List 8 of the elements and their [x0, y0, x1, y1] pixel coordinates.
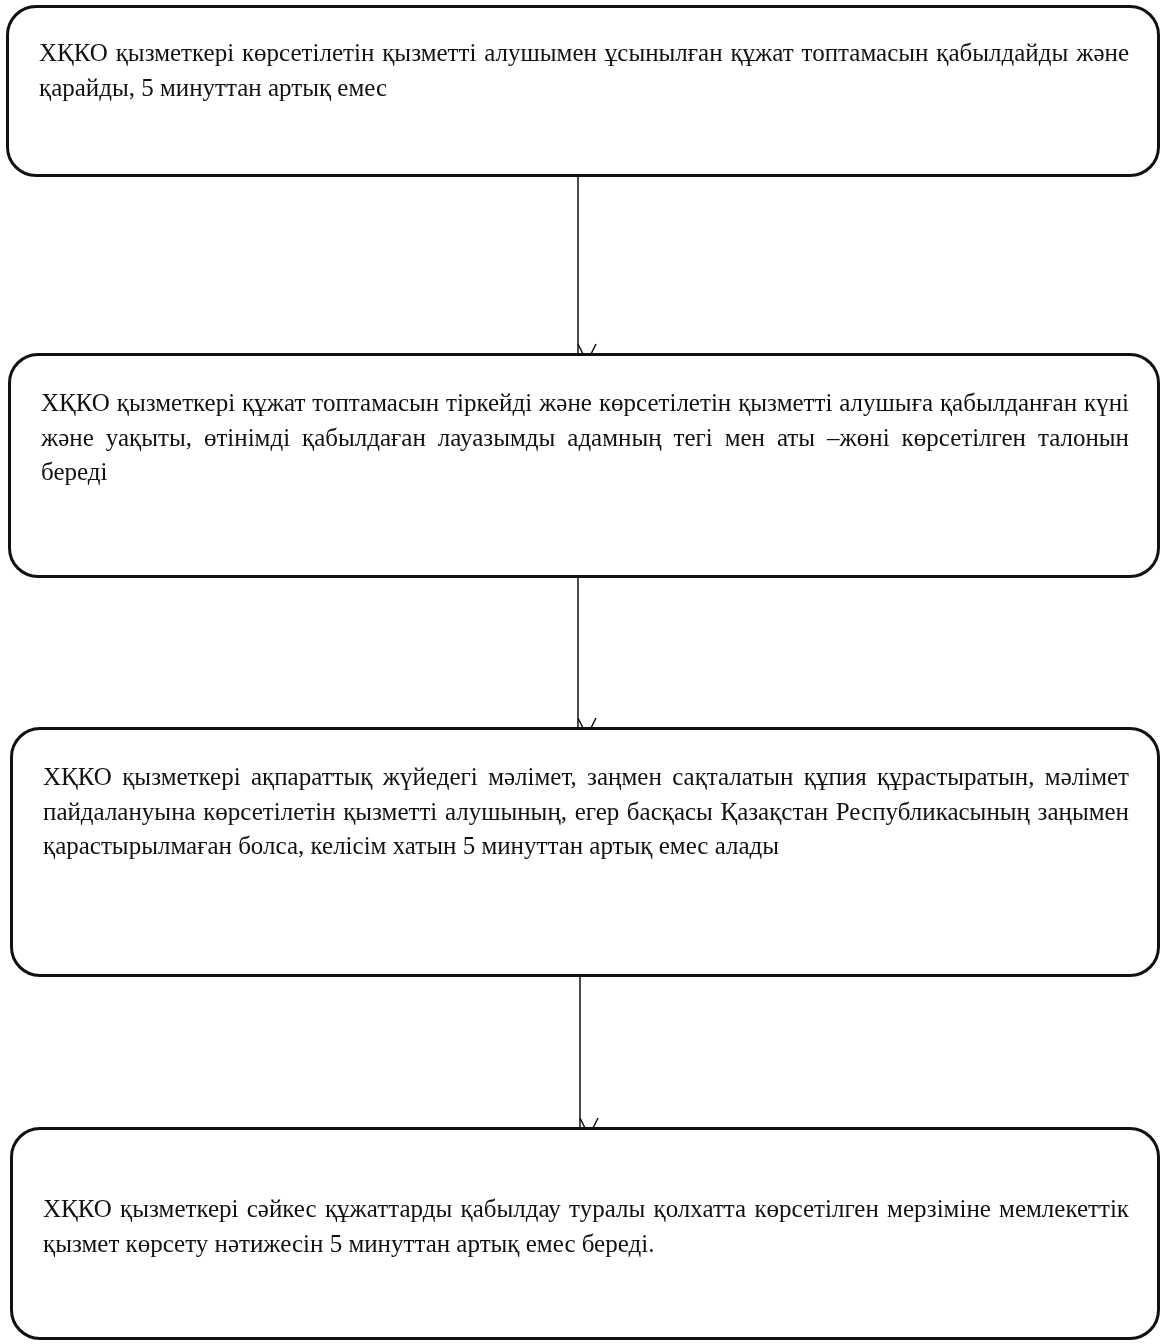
- process-box: [10, 1127, 1160, 1340]
- step-text: ХҚКО қызметкері ақпараттық жүйедегі мәлімет, заңмен сақталатын құпия құрастыратын, мәлімет пайдалануына көрсетілетін қызметті алушының, егер басқасы Қазақстан Республикасының заңымен қарастырылмаған болса, келісім хатын 5 минуттан артық емес алады: [43, 762, 1129, 861]
- process-box: [8, 353, 1160, 578]
- step-text: ХҚКО қызметкері құжат топтамасын тіркейді және көрсетілетін қызметті алушыға қабылданған күні және уақыты, өтінімді қабылдаған лауазымды адамның тегі мен аты –жөні көрсетілген талонын береді: [41, 388, 1129, 487]
- step-text: ХҚКО қызметкері көрсетілетін қызметті алушымен ұсынылған құжат топтамасын қабылдайды және қарайды, 5 минуттан артық емес: [39, 38, 1129, 103]
- step-text: ХҚКО қызметкері сәйкес құжаттарды қабылдау туралы қолхатта көрсетілген мерзіміне мемлекеттік қызмет көрсету нәтижесін 5 минуттан артық емес береді.: [43, 1194, 1129, 1259]
- process-box: [6, 5, 1160, 177]
- process-box: [10, 727, 1160, 977]
